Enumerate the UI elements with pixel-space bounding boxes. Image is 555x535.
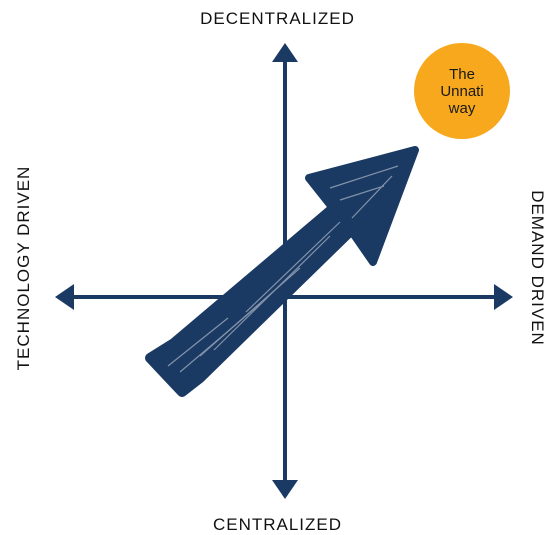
axis-arrowhead-right — [494, 284, 513, 310]
direction-arrow — [145, 146, 419, 397]
arrow-shaft — [145, 189, 373, 397]
label-centralized: CENTRALIZED — [212, 515, 343, 534]
axis-arrowhead-left — [55, 284, 74, 310]
label-technology-driven: TECHNOLOGY DRIVEN — [14, 165, 33, 371]
axis-arrowhead-up — [272, 43, 298, 62]
badge-text: The Unnati way — [440, 65, 484, 117]
label-demand-driven: DEMAND DRIVEN — [528, 190, 547, 346]
axis-arrowhead-down — [272, 480, 298, 499]
unnati-way-badge: The Unnati way — [414, 43, 510, 139]
label-decentralized: DECENTRALIZED — [200, 9, 355, 28]
arrow-head — [305, 146, 419, 266]
arrow-scribble-highlights — [167, 165, 399, 373]
